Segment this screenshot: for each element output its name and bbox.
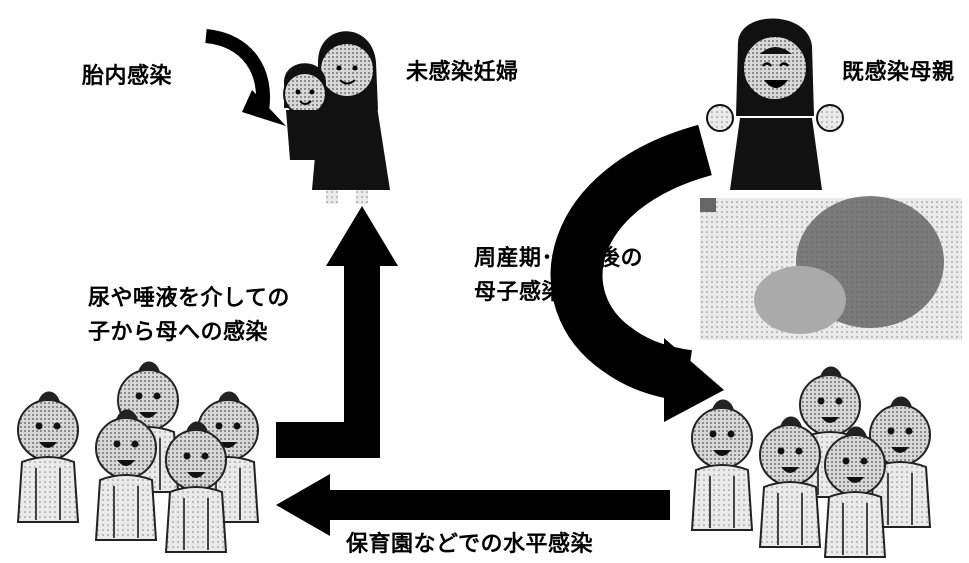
child-to-mother-label: 尿や唾液を介しての 子から母への感染 bbox=[88, 282, 290, 350]
uninfected-pregnant-label: 未感染妊婦 bbox=[406, 60, 519, 85]
up-arrow-head bbox=[326, 206, 398, 266]
up-arrow-body bbox=[276, 262, 380, 458]
intrauterine-arrow bbox=[205, 29, 270, 112]
perinatal-label-line2: 母子感染 bbox=[474, 280, 565, 305]
horizontal-arrow-head bbox=[276, 474, 330, 536]
child-to-mother-line1: 尿や唾液を介しての bbox=[88, 286, 290, 311]
intrauterine-label: 胎内感染 bbox=[82, 64, 173, 89]
infected-mother-label: 既感染母親 bbox=[842, 60, 955, 85]
baby-group-left bbox=[17, 360, 259, 553]
perinatal-label-line1: 周産期･出生後の bbox=[474, 246, 644, 271]
pregnant-woman-with-child-icon bbox=[283, 31, 390, 204]
intrauterine-arrowhead bbox=[242, 90, 286, 126]
horizontal-infection-label: 保育園などでの水平感染 bbox=[346, 532, 594, 557]
baby-group-right bbox=[691, 365, 931, 558]
child-to-mother-line2: 子から母への感染 bbox=[88, 320, 269, 345]
nursing-baby-photo bbox=[700, 196, 962, 340]
mother-icon bbox=[706, 18, 844, 190]
perinatal-arrow-body bbox=[550, 124, 713, 402]
perinatal-arrow-head bbox=[664, 338, 724, 422]
perinatal-label: 周産期･出生後の 母子感染 bbox=[474, 242, 643, 310]
